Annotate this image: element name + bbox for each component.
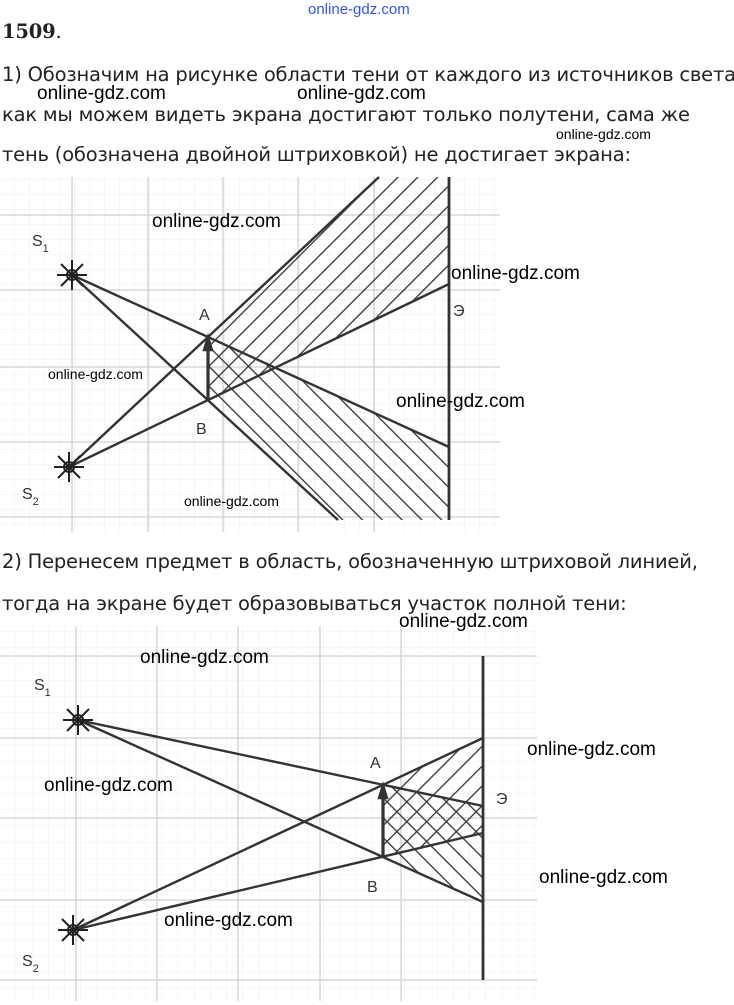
watermark: online-gdz.com <box>48 366 143 382</box>
shadow-s1-region <box>208 337 449 520</box>
watermark: online-gdz.com <box>396 391 525 412</box>
problem-number-value: 1509 <box>2 20 56 43</box>
part1-line-3: тень (обозначена двойной штриховкой) не … <box>2 143 631 166</box>
problem-number-dot: . <box>55 20 62 43</box>
sun-icon <box>54 452 84 482</box>
label-b: B <box>367 879 378 896</box>
part2-line-2: тогда на экране будет образовываться уча… <box>2 592 627 615</box>
watermark: online-gdz.com <box>152 211 281 232</box>
watermark: online-gdz.com <box>399 611 528 632</box>
rays-2 <box>72 656 485 980</box>
label-a: A <box>199 307 210 324</box>
watermark: online-gdz.com <box>164 910 293 931</box>
watermark: online-gdz.com <box>451 263 580 284</box>
watermark: online-gdz.com <box>184 493 279 509</box>
sun-icon <box>58 915 88 945</box>
label-s1: S1 <box>32 233 49 255</box>
watermark: online-gdz.com <box>37 83 166 104</box>
shadow-s2-region <box>208 177 449 400</box>
part1-line-2: как мы можем видеть экрана достигают тол… <box>2 103 690 126</box>
label-screen: Э <box>496 791 508 808</box>
label-b: B <box>196 421 207 438</box>
rays-1 <box>68 176 451 521</box>
sun-icon <box>57 260 87 290</box>
watermark: online-gdz.com <box>308 1 410 18</box>
watermark: online-gdz.com <box>140 647 269 668</box>
label-s1: S1 <box>34 677 51 699</box>
watermark: online-gdz.com <box>539 867 668 888</box>
watermark: online-gdz.com <box>556 126 651 142</box>
part2-line-1: 2) Перенесем предмет в область, обозначе… <box>2 550 698 573</box>
label-a: A <box>370 755 381 772</box>
part1-line-1: 1) Обозначим на рисунке области тени от … <box>2 63 734 86</box>
label-screen: Э <box>453 303 465 320</box>
label-s2: S2 <box>22 953 39 975</box>
problem-number: 1509. <box>2 20 62 43</box>
watermark: online-gdz.com <box>297 83 426 104</box>
label-s2: S2 <box>22 486 39 508</box>
watermark: online-gdz.com <box>527 739 656 760</box>
shadow-s1-region-2 <box>383 785 483 902</box>
watermark: online-gdz.com <box>44 775 173 796</box>
sun-icon <box>63 705 93 735</box>
